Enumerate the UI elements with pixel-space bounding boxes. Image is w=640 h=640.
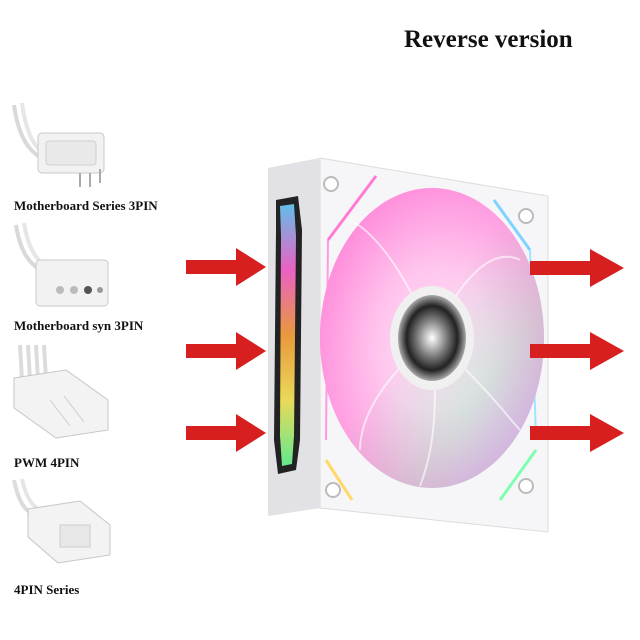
3pin-connector-icon	[12, 102, 105, 187]
pwm-4pin-connector-icon	[13, 344, 109, 439]
fan-body	[268, 157, 549, 533]
airflow-out-arrows	[530, 249, 624, 452]
4pin-connector-icon	[12, 478, 111, 564]
arrow-out-3	[530, 414, 624, 452]
arrow-in-3	[186, 414, 266, 452]
arrow-out-2	[530, 332, 624, 370]
syn-3pin-connector-icon	[14, 222, 109, 307]
connector-label-pwm-4pin: PWM 4PIN	[14, 455, 80, 470]
page-title: Reverse version	[404, 26, 573, 53]
connector-label-4pin: 4PIN Series	[14, 582, 80, 597]
arrow-in-1	[186, 248, 266, 286]
airflow-in-arrows	[186, 248, 266, 452]
connector-label-3pin: Motherboard Series 3PIN	[14, 198, 158, 213]
arrow-out-1	[530, 249, 624, 287]
connector-label-syn-3pin: Motherboard syn 3PIN	[14, 318, 144, 333]
arrow-in-2	[186, 332, 266, 370]
